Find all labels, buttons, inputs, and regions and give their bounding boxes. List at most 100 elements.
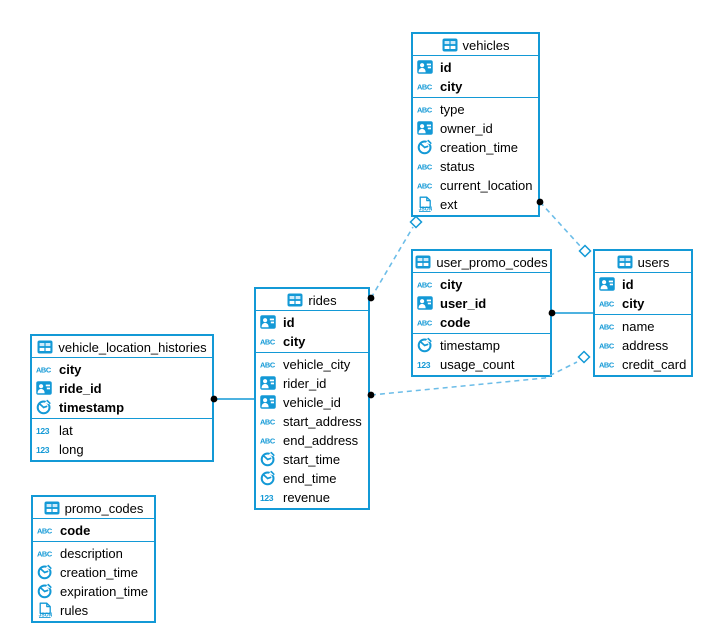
- column-expiration_time[interactable]: expiration_time: [33, 582, 154, 601]
- column-timestamp[interactable]: timestamp: [32, 398, 212, 417]
- timestamp-icon: [260, 470, 276, 486]
- column-current_location[interactable]: ABC current_location: [413, 176, 538, 195]
- column-type[interactable]: ABC type: [413, 100, 538, 119]
- column-timestamp[interactable]: timestamp: [413, 336, 550, 355]
- uuid-id-icon: [260, 315, 276, 329]
- column-vehicle_id[interactable]: vehicle_id: [256, 393, 368, 412]
- relation-vehicles-users[interactable]: [539, 201, 582, 248]
- column-creation_time[interactable]: creation_time: [413, 138, 538, 157]
- text-type-icon: ABC: [260, 338, 276, 347]
- column-id[interactable]: id: [413, 58, 538, 77]
- table-user_promo_codes[interactable]: user_promo_codes ABC city user_id ABC co…: [411, 249, 552, 377]
- column-rider_id[interactable]: rider_id: [256, 374, 368, 393]
- column-label: city: [622, 295, 645, 311]
- text-type-icon: ABC: [417, 106, 433, 115]
- column-city[interactable]: ABC city: [595, 294, 691, 313]
- number-type-icon: 123: [417, 360, 431, 370]
- column-code[interactable]: ABC code: [33, 521, 154, 540]
- table-header-vehicles[interactable]: vehicles: [413, 34, 538, 56]
- table-vehicles[interactable]: vehicles id ABC city ABC type owner_id: [411, 32, 540, 217]
- uuid-id-icon: [599, 277, 615, 291]
- relation-rides-vehicles[interactable]: [370, 226, 414, 299]
- table-header-promo_codes[interactable]: promo_codes: [33, 497, 154, 519]
- svg-text:ABC: ABC: [417, 106, 433, 115]
- table-header-users[interactable]: users: [595, 251, 691, 273]
- svg-text:ABC: ABC: [417, 182, 433, 191]
- column-label: timestamp: [440, 337, 500, 353]
- svg-text:ABC: ABC: [260, 338, 276, 347]
- columns-section: ABC description creation_time expiration…: [33, 541, 154, 621]
- column-creation_time[interactable]: creation_time: [33, 563, 154, 582]
- column-code[interactable]: ABC code: [413, 313, 550, 332]
- column-description[interactable]: ABC description: [33, 544, 154, 563]
- columns-section: 123 lat 123 long: [32, 418, 212, 460]
- column-label: rider_id: [283, 375, 327, 391]
- table-users[interactable]: users id ABC city ABC name ABC address A…: [593, 249, 693, 377]
- column-ext[interactable]: JSON ext: [413, 195, 538, 214]
- uuid-id-icon: [417, 60, 433, 74]
- number-type-icon: 123: [260, 493, 274, 503]
- table-header-user_promo_codes[interactable]: user_promo_codes: [413, 251, 550, 273]
- column-revenue[interactable]: 123 revenue: [256, 488, 368, 507]
- column-label: usage_count: [440, 356, 515, 372]
- column-vehicle_city[interactable]: ABC vehicle_city: [256, 355, 368, 374]
- column-name[interactable]: ABC name: [595, 317, 691, 336]
- text-type-icon: ABC: [260, 361, 276, 370]
- column-owner_id[interactable]: owner_id: [413, 119, 538, 138]
- column-city[interactable]: ABC city: [32, 360, 212, 379]
- column-label: creation_time: [60, 564, 139, 580]
- relation-diamond-marker: [409, 215, 423, 229]
- column-label: city: [283, 333, 306, 349]
- table-rides[interactable]: rides id ABC city ABC vehicle_city rider…: [254, 287, 370, 510]
- column-label: start_time: [283, 451, 341, 467]
- column-end_time[interactable]: end_time: [256, 469, 368, 488]
- column-label: city: [59, 361, 82, 377]
- column-id[interactable]: id: [256, 313, 368, 332]
- table-icon: [37, 340, 53, 354]
- column-lat[interactable]: 123 lat: [32, 421, 212, 440]
- column-long[interactable]: 123 long: [32, 440, 212, 459]
- text-type-icon: ABC: [37, 527, 53, 536]
- svg-text:123: 123: [417, 360, 431, 370]
- table-promo_codes[interactable]: promo_codes ABC code ABC description cre…: [31, 495, 156, 623]
- column-credit_card[interactable]: ABC credit_card: [595, 355, 691, 374]
- svg-text:ABC: ABC: [37, 527, 53, 536]
- table-name: rides: [308, 292, 337, 308]
- column-city[interactable]: ABC city: [413, 77, 538, 96]
- column-label: code: [60, 522, 91, 538]
- column-user_id[interactable]: user_id: [413, 294, 550, 313]
- column-usage_count[interactable]: 123 usage_count: [413, 355, 550, 374]
- svg-text:ABC: ABC: [599, 300, 615, 309]
- column-label: description: [60, 545, 123, 561]
- text-type-icon: ABC: [599, 323, 615, 332]
- table-header-rides[interactable]: rides: [256, 289, 368, 311]
- timestamp-icon: [36, 399, 52, 415]
- column-city[interactable]: ABC city: [256, 332, 368, 351]
- column-label: address: [622, 337, 669, 353]
- column-id[interactable]: id: [595, 275, 691, 294]
- text-type-icon: ABC: [599, 300, 615, 309]
- table-name: vehicle_location_histories: [58, 339, 207, 355]
- table-name: user_promo_codes: [436, 254, 548, 270]
- column-label: type: [440, 101, 465, 117]
- uuid-id-icon: [417, 121, 433, 135]
- columns-section: ABC vehicle_city rider_id vehicle_id ABC…: [256, 352, 368, 508]
- column-ride_id[interactable]: ride_id: [32, 379, 212, 398]
- column-city[interactable]: ABC city: [413, 275, 550, 294]
- table-header-vehicle_location_histories[interactable]: vehicle_location_histories: [32, 336, 212, 358]
- column-label: id: [283, 314, 295, 330]
- table-icon: [44, 501, 60, 515]
- table-vehicle_location_histories[interactable]: vehicle_location_histories ABC city ride…: [30, 334, 214, 462]
- column-address[interactable]: ABC address: [595, 336, 691, 355]
- number-type-icon: 123: [36, 445, 50, 455]
- column-status[interactable]: ABC status: [413, 157, 538, 176]
- text-type-icon: ABC: [260, 437, 276, 446]
- column-rules[interactable]: JSON rules: [33, 601, 154, 620]
- primary-key-section: ABC city user_id ABC code: [413, 273, 550, 333]
- text-type-icon: ABC: [260, 418, 276, 427]
- column-start_address[interactable]: ABC start_address: [256, 412, 368, 431]
- column-end_address[interactable]: ABC end_address: [256, 431, 368, 450]
- column-start_time[interactable]: start_time: [256, 450, 368, 469]
- column-label: start_address: [283, 413, 362, 429]
